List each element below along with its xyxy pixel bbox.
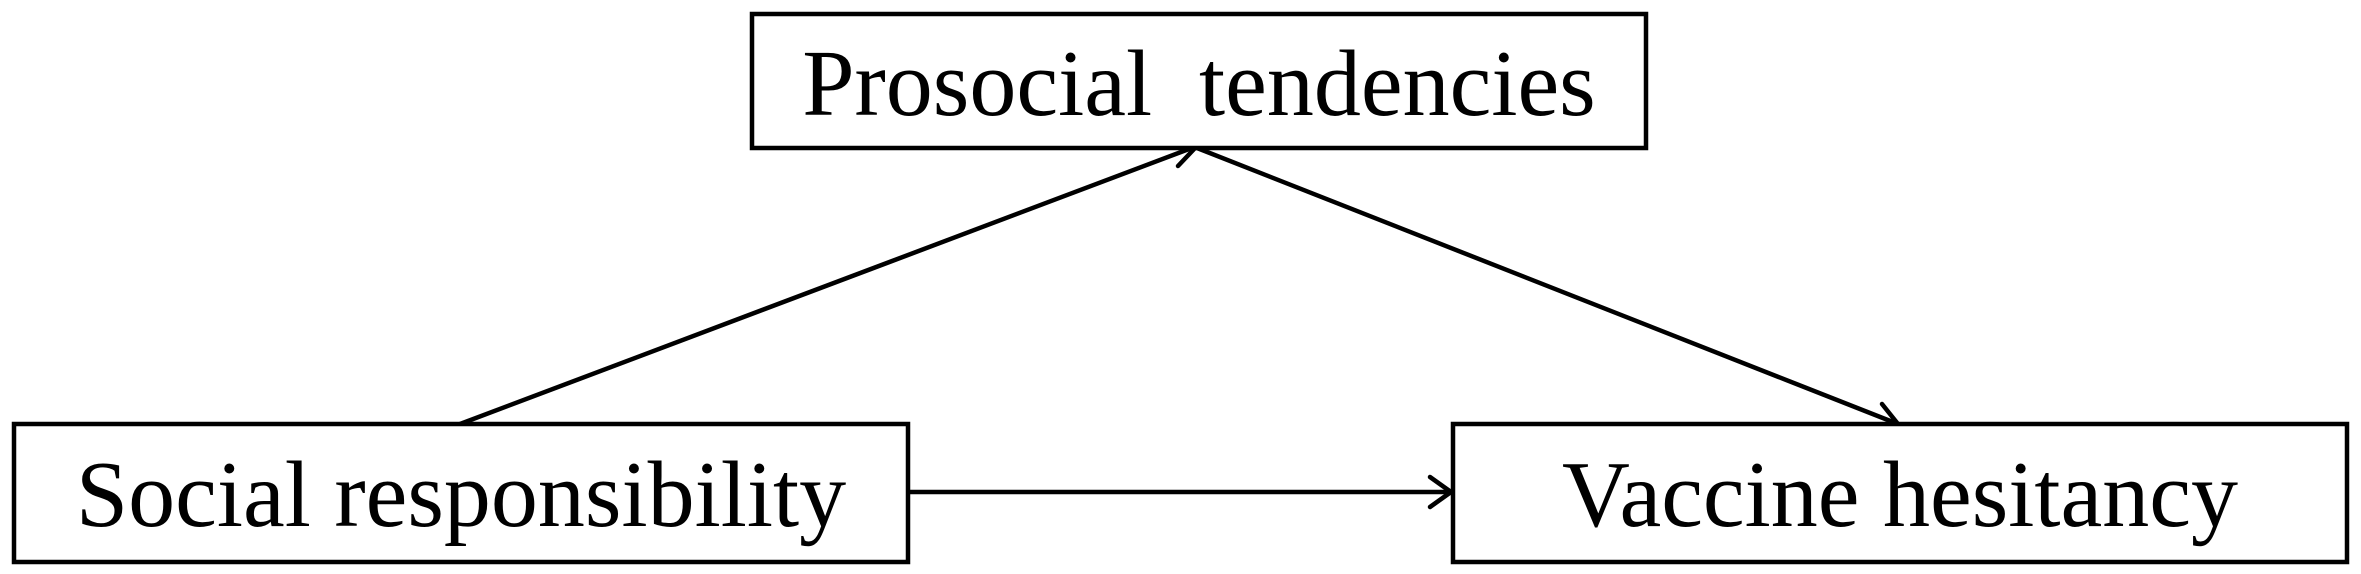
node-prosocial-box xyxy=(749,11,1649,151)
edge-prosocial-to-vaccine xyxy=(1196,145,1899,427)
node-vaccine-label: Vaccine hesitancy xyxy=(1562,443,2238,547)
node-vaccine-box xyxy=(1450,421,2350,565)
node-prosocial-label: Prosocial tendencies xyxy=(802,32,1596,136)
edge-social-to-prosocial xyxy=(459,143,1198,427)
node-social-label: Social responsibility xyxy=(76,443,846,547)
node-vaccine-hesitancy: Vaccine hesitancy xyxy=(1450,421,2350,565)
node-social-box xyxy=(11,421,911,565)
node-prosocial-tendencies: Prosocial tendencies xyxy=(749,11,1649,151)
node-social-responsibility: Social responsibility xyxy=(11,421,911,565)
